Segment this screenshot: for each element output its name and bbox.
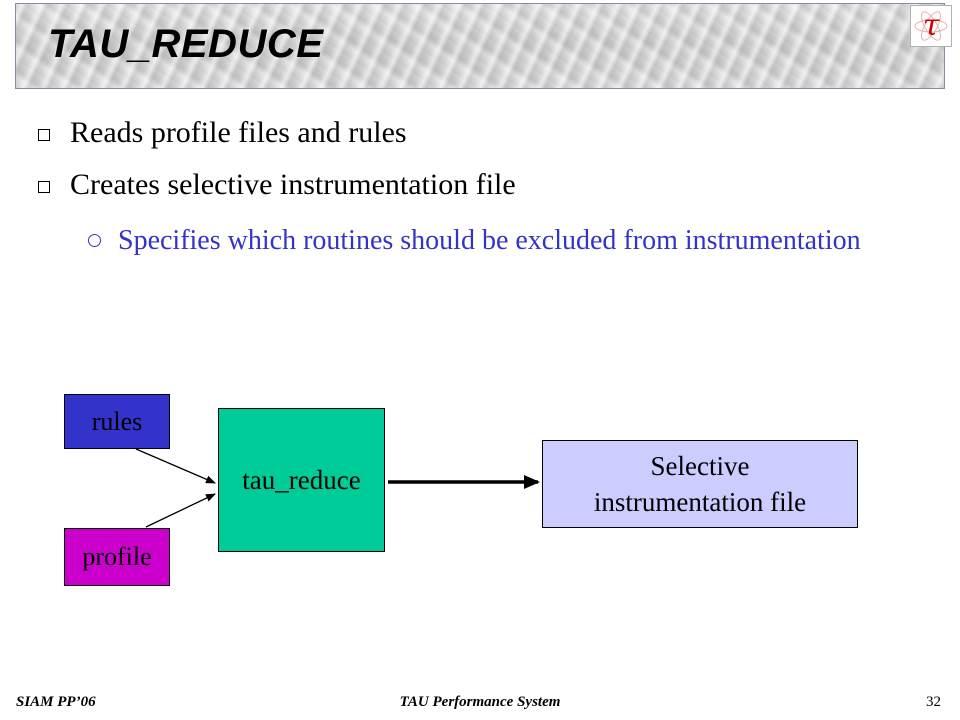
rules-label: rules (91, 406, 143, 436)
square-bullet-icon (38, 129, 50, 141)
circle-bullet-icon (88, 234, 101, 247)
slide-title: TAU_REDUCE (48, 22, 324, 66)
output-label: Selective instrumentation file (593, 451, 807, 517)
page-number: 32 (926, 694, 941, 710)
footer-left: SIAM PP’06 (16, 694, 96, 710)
sub-bullet-text: Specifies which routines should be exclu… (118, 225, 861, 256)
tau-reduce-box: tau_reduce (218, 408, 385, 552)
bullet-text: Creates selective instrumentation file (70, 168, 516, 201)
profile-label: profile (82, 542, 152, 571)
title-banner: TAU_REDUCE (15, 3, 945, 89)
footer-center: TAU Performance System (399, 694, 561, 710)
selective-instrumentation-file-box: Selective instrumentation file (542, 440, 858, 528)
arrow-profile-to-tau-reduce (145, 493, 216, 528)
arrow-rules-to-tau-reduce (135, 448, 216, 484)
square-bullet-icon (38, 181, 50, 193)
profile-box: profile (64, 528, 170, 586)
bullet-item: Creates selective instrumentation file (38, 168, 516, 202)
bullet-item: Reads profile files and rules (38, 116, 407, 150)
sub-bullet-item: Specifies which routines should be exclu… (88, 222, 878, 260)
rules-box: rules (64, 394, 170, 449)
tau-logo-icon: τ (910, 5, 952, 47)
logo-glyph: τ (923, 8, 940, 43)
tau-reduce-label: tau_reduce (242, 464, 361, 495)
bullet-text: Reads profile files and rules (70, 116, 407, 149)
